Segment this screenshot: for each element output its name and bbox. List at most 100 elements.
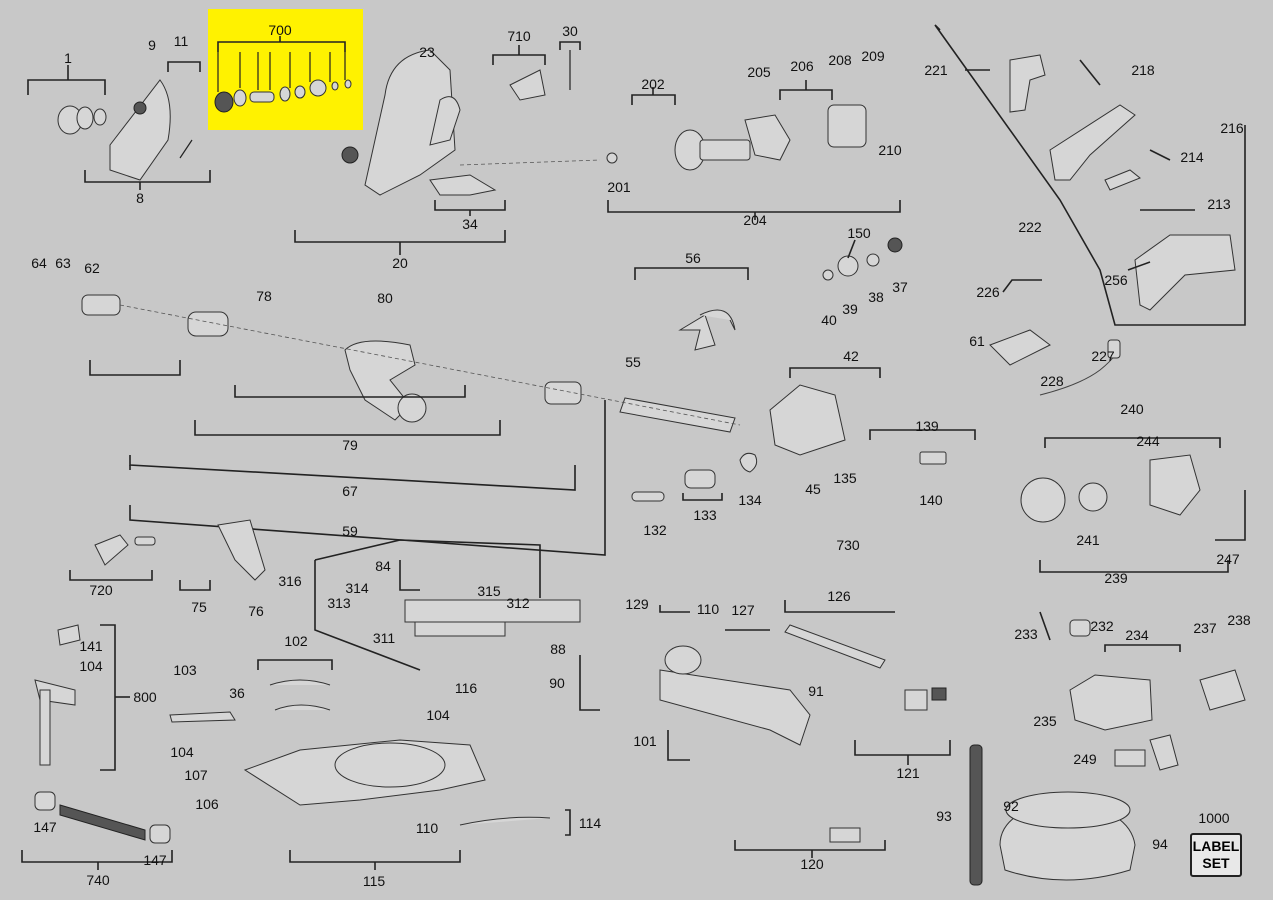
label-314[interactable]: 314 xyxy=(345,580,369,596)
label-232[interactable]: 232 xyxy=(1090,618,1114,634)
label-216[interactable]: 216 xyxy=(1220,120,1244,136)
label-740[interactable]: 740 xyxy=(86,872,110,888)
label-23[interactable]: 23 xyxy=(419,44,435,60)
label-20[interactable]: 20 xyxy=(392,255,408,271)
label-56[interactable]: 56 xyxy=(685,250,701,266)
label-91[interactable]: 91 xyxy=(808,683,824,699)
label-147b[interactable]: 147 xyxy=(143,852,167,868)
label-59[interactable]: 59 xyxy=(342,523,358,539)
label-233[interactable]: 233 xyxy=(1014,626,1038,642)
label-150[interactable]: 150 xyxy=(847,225,871,241)
label-1000[interactable]: 1000 xyxy=(1198,810,1230,826)
label-249[interactable]: 249 xyxy=(1073,751,1097,767)
label-45[interactable]: 45 xyxy=(805,481,821,497)
label-39[interactable]: 39 xyxy=(842,301,858,317)
label-34[interactable]: 34 xyxy=(462,216,478,232)
label-213[interactable]: 213 xyxy=(1207,196,1231,212)
label-202[interactable]: 202 xyxy=(641,76,665,92)
label-110a[interactable]: 110 xyxy=(415,820,439,836)
label-1[interactable]: 1 xyxy=(64,50,72,66)
label-104c[interactable]: 104 xyxy=(170,744,194,760)
label-76[interactable]: 76 xyxy=(248,603,264,619)
label-133[interactable]: 133 xyxy=(693,507,717,523)
label-62[interactable]: 62 xyxy=(84,260,100,276)
label-8[interactable]: 8 xyxy=(136,190,144,206)
label-78[interactable]: 78 xyxy=(256,288,272,304)
label-106[interactable]: 106 xyxy=(195,796,219,812)
label-315[interactable]: 315 xyxy=(477,583,501,599)
label-101[interactable]: 101 xyxy=(633,733,657,749)
label-312[interactable]: 312 xyxy=(506,595,530,611)
label-700[interactable]: 700 xyxy=(268,22,292,38)
label-710[interactable]: 710 xyxy=(507,28,531,44)
label-40[interactable]: 40 xyxy=(821,312,837,328)
label-88[interactable]: 88 xyxy=(550,641,566,657)
label-234[interactable]: 234 xyxy=(1125,627,1149,643)
label-42[interactable]: 42 xyxy=(843,348,859,364)
label-94[interactable]: 94 xyxy=(1152,836,1168,852)
label-30[interactable]: 30 xyxy=(562,23,578,39)
label-240[interactable]: 240 xyxy=(1120,401,1144,417)
label-36[interactable]: 36 xyxy=(229,685,245,701)
label-127[interactable]: 127 xyxy=(731,602,755,618)
label-209[interactable]: 209 xyxy=(861,48,885,64)
label-238[interactable]: 238 xyxy=(1227,612,1251,628)
label-116[interactable]: 116 xyxy=(454,680,478,696)
label-84[interactable]: 84 xyxy=(375,558,391,574)
label-235[interactable]: 235 xyxy=(1033,713,1057,729)
label-110b[interactable]: 110 xyxy=(696,601,720,617)
label-239[interactable]: 239 xyxy=(1104,570,1128,586)
label-313[interactable]: 313 xyxy=(327,595,351,611)
label-241[interactable]: 241 xyxy=(1076,532,1100,548)
label-93[interactable]: 93 xyxy=(936,808,952,824)
label-237[interactable]: 237 xyxy=(1193,620,1217,636)
label-63[interactable]: 63 xyxy=(55,255,71,271)
label-80[interactable]: 80 xyxy=(377,290,393,306)
label-730[interactable]: 730 xyxy=(836,537,860,553)
label-222[interactable]: 222 xyxy=(1018,219,1042,235)
label-115[interactable]: 115 xyxy=(362,873,386,889)
label-221[interactable]: 221 xyxy=(924,62,948,78)
label-139[interactable]: 139 xyxy=(915,418,939,434)
label-37[interactable]: 37 xyxy=(892,279,908,295)
label-206[interactable]: 206 xyxy=(790,58,814,74)
label-114[interactable]: 114 xyxy=(578,815,602,831)
label-55[interactable]: 55 xyxy=(625,354,641,370)
label-135[interactable]: 135 xyxy=(833,470,857,486)
label-set-icon[interactable]: LABEL SET xyxy=(1190,833,1242,877)
label-218[interactable]: 218 xyxy=(1131,62,1155,78)
label-90[interactable]: 90 xyxy=(549,675,565,691)
label-9[interactable]: 9 xyxy=(148,37,156,53)
label-129[interactable]: 129 xyxy=(625,596,649,612)
label-201[interactable]: 201 xyxy=(607,179,631,195)
label-228[interactable]: 228 xyxy=(1040,373,1064,389)
label-132[interactable]: 132 xyxy=(643,522,667,538)
label-205[interactable]: 205 xyxy=(747,64,771,80)
label-92[interactable]: 92 xyxy=(1003,798,1019,814)
label-720[interactable]: 720 xyxy=(89,582,113,598)
label-256[interactable]: 256 xyxy=(1104,272,1128,288)
label-210[interactable]: 210 xyxy=(878,142,902,158)
label-214[interactable]: 214 xyxy=(1180,149,1204,165)
label-204[interactable]: 204 xyxy=(743,212,767,228)
label-141[interactable]: 141 xyxy=(79,638,103,654)
label-64[interactable]: 64 xyxy=(31,255,47,271)
label-11[interactable]: 11 xyxy=(173,33,189,49)
label-244[interactable]: 244 xyxy=(1136,433,1160,449)
label-107[interactable]: 107 xyxy=(184,767,208,783)
label-316[interactable]: 316 xyxy=(278,573,302,589)
label-800[interactable]: 800 xyxy=(133,689,157,705)
label-38[interactable]: 38 xyxy=(868,289,884,305)
label-104a[interactable]: 104 xyxy=(79,658,103,674)
label-120[interactable]: 120 xyxy=(800,856,824,872)
label-227[interactable]: 227 xyxy=(1091,348,1115,364)
label-126[interactable]: 126 xyxy=(827,588,851,604)
label-102[interactable]: 102 xyxy=(284,633,308,649)
label-311[interactable]: 311 xyxy=(372,630,396,646)
label-147a[interactable]: 147 xyxy=(33,819,57,835)
label-226[interactable]: 226 xyxy=(976,284,1000,300)
label-104b[interactable]: 104 xyxy=(426,707,450,723)
label-140[interactable]: 140 xyxy=(919,492,943,508)
label-79[interactable]: 79 xyxy=(342,437,358,453)
label-208[interactable]: 208 xyxy=(828,52,852,68)
